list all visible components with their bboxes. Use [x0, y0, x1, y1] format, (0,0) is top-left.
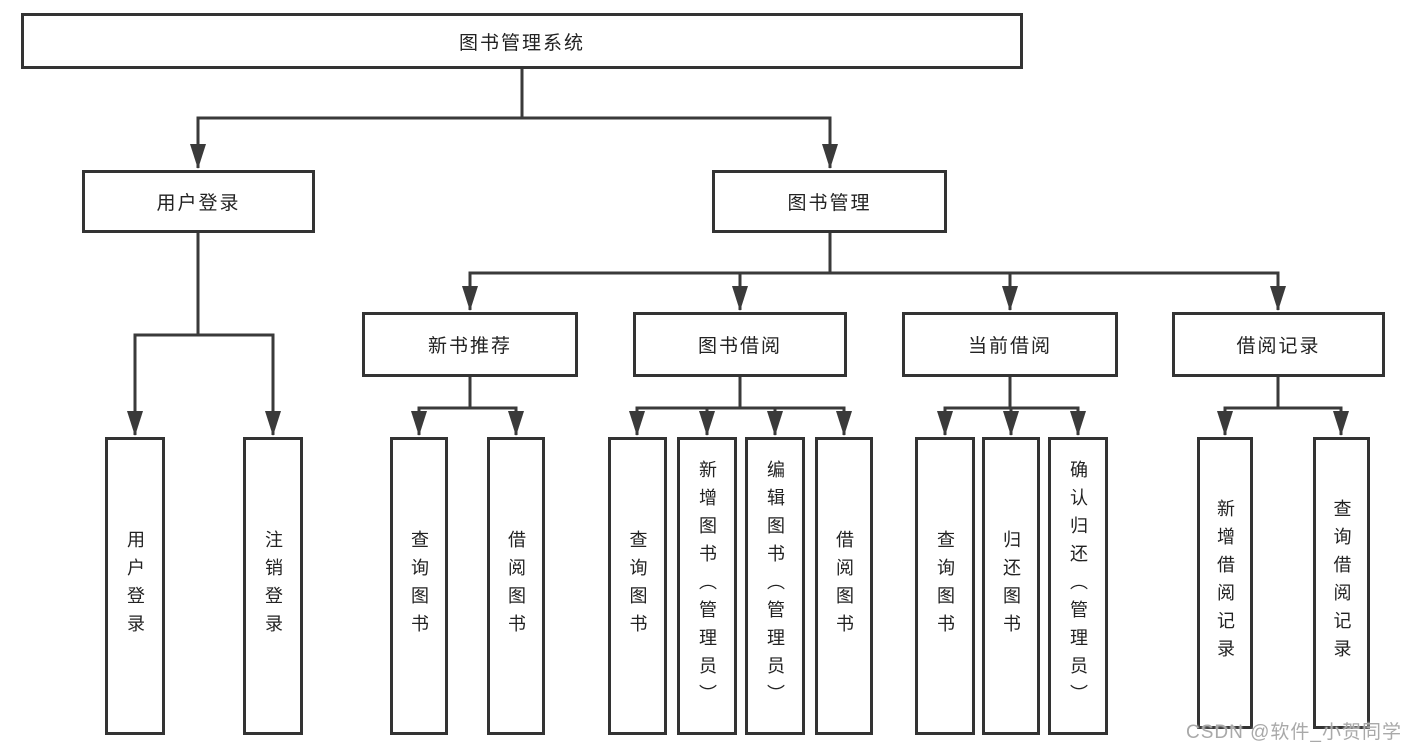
branch-book-management	[462, 232, 1286, 311]
node-label: 图书管理系统	[458, 32, 585, 54]
node-label: 注销登录	[263, 530, 283, 642]
node-label: 查询图书	[935, 530, 955, 642]
branch-current-borrowing	[937, 377, 1086, 436]
node-label: 查询图书	[409, 530, 429, 642]
node-label: 借阅图书	[834, 530, 854, 642]
node-label: 借阅记录	[1236, 336, 1321, 357]
node-book-management: 图书管理	[712, 170, 947, 233]
branch-root	[190, 69, 838, 169]
leaf-borrow-books-borrowing: 借阅图书	[815, 437, 873, 735]
node-label: 编辑图书（管理员）	[765, 460, 785, 712]
node-user-login: 用户登录	[82, 170, 315, 233]
node-borrowing-records: 借阅记录	[1172, 312, 1385, 377]
node-current-borrowing: 当前借阅	[902, 312, 1118, 377]
node-label: 借阅图书	[506, 530, 526, 642]
branch-book-borrowing	[629, 377, 852, 436]
node-root-system: 图书管理系统	[21, 13, 1023, 69]
leaf-user-login: 用户登录	[105, 437, 165, 735]
node-book-borrowing: 图书借阅	[633, 312, 847, 377]
node-new-book-recommendation: 新书推荐	[362, 312, 578, 377]
node-label: 新增图书（管理员）	[697, 460, 717, 712]
node-label: 当前借阅	[967, 336, 1052, 357]
leaf-query-books-recommend: 查询图书	[390, 437, 448, 735]
leaf-borrow-books-recommend: 借阅图书	[487, 437, 545, 735]
node-label: 查询图书	[627, 530, 648, 642]
leaf-confirm-return-admin: 确认归还（管理员）	[1048, 437, 1108, 735]
node-label: 新书推荐	[427, 336, 512, 357]
branch-new-book-recommendation	[411, 377, 524, 436]
node-label: 新增借阅记录	[1215, 499, 1235, 667]
node-label: 查询借阅记录	[1331, 499, 1352, 667]
node-label: 归还图书	[1001, 530, 1021, 642]
node-label: 用户登录	[125, 530, 145, 642]
leaf-logout: 注销登录	[243, 437, 303, 735]
csdn-watermark: CSDN @软件_小贺同学	[1186, 722, 1402, 743]
leaf-return-books: 归还图书	[982, 437, 1040, 735]
leaf-add-books-admin: 新增图书（管理员）	[677, 437, 737, 735]
leaf-query-books-current: 查询图书	[915, 437, 975, 735]
leaf-query-books-borrowing: 查询图书	[608, 437, 667, 735]
node-label: 图书管理	[787, 193, 872, 214]
leaf-edit-books-admin: 编辑图书（管理员）	[745, 437, 805, 735]
leaf-add-borrow-record: 新增借阅记录	[1197, 437, 1253, 729]
node-label: 图书借阅	[697, 336, 782, 357]
branch-borrowing-records	[1217, 377, 1349, 436]
leaf-query-borrow-record: 查询借阅记录	[1313, 437, 1370, 729]
branch-user-login	[127, 232, 281, 436]
node-label: 用户登录	[156, 193, 241, 214]
node-label: 确认归还（管理员）	[1068, 460, 1088, 712]
